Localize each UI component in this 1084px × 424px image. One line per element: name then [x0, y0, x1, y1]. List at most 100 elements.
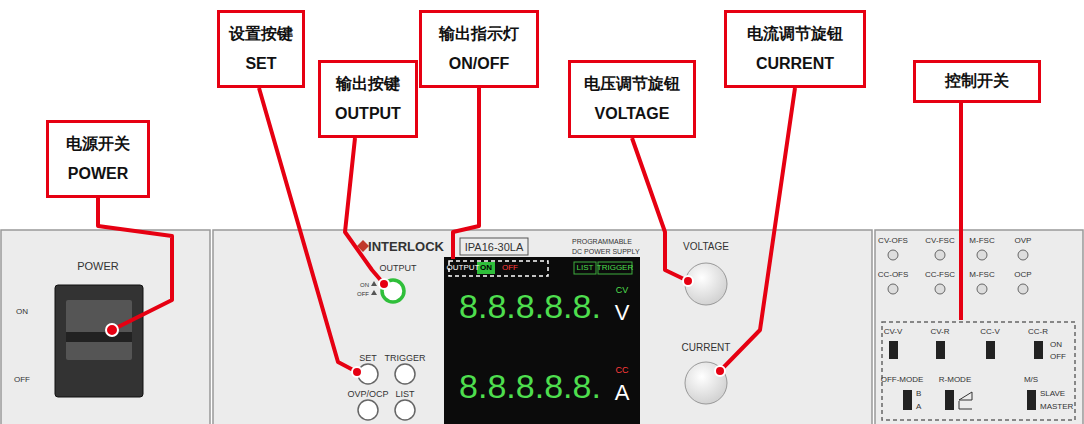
trimmer [977, 284, 987, 294]
callout-text: 电压调节旋钮 [584, 69, 680, 99]
dip-switch [889, 341, 898, 359]
panel-label: R-MODE [939, 376, 971, 384]
panel-label: OVP [1015, 237, 1032, 245]
panel-label: SET [359, 354, 377, 363]
power-switch-housing [55, 285, 143, 397]
panel-label: CV-V [884, 328, 903, 336]
callout-box: 电源开关POWER [46, 120, 150, 198]
panel-label: POWER [77, 261, 119, 272]
panel-label: CC-FSC [925, 271, 955, 279]
ovp-button [358, 400, 378, 420]
dip-switch [1034, 341, 1043, 359]
leader-dot [106, 324, 118, 336]
dip-switch [986, 341, 995, 359]
panel-label: A [615, 382, 630, 404]
display [444, 257, 640, 424]
panel-label: CC [616, 366, 629, 375]
callout-text: SET [245, 49, 276, 79]
panel-label: CV-OFS [878, 237, 908, 245]
dip-switch [945, 390, 954, 410]
trimmer [888, 250, 898, 260]
main-panel [213, 230, 872, 424]
callout-text: POWER [68, 159, 128, 189]
panel-label: PROGRAMMABLE [572, 238, 632, 245]
leader-lines [98, 88, 961, 372]
panel-label: OFF [502, 264, 518, 272]
panel-label: INTERLOCK [368, 240, 444, 253]
model-box [460, 238, 528, 255]
panel-label: OFF [14, 376, 30, 384]
leader-dot [715, 366, 725, 376]
leader-dot [379, 279, 389, 289]
panel-label: M/S [1024, 376, 1038, 384]
ramp-icons [959, 392, 972, 409]
panel-label: CV-FSC [925, 237, 954, 245]
panel-label: TRIGGER [384, 354, 425, 363]
callout-text: ON/OFF [449, 49, 509, 79]
panel-label: ON [360, 282, 369, 288]
panel-label: V [615, 302, 630, 324]
leader-line [453, 88, 479, 259]
panel-label: A [916, 403, 921, 411]
dip-switch [903, 390, 912, 410]
panel-label: CC-OFS [878, 271, 909, 279]
panel-label: 8.8.8.8.8. [459, 369, 601, 403]
panel-label: 8.8.8.8.8. [459, 289, 601, 323]
panel-label: B [916, 390, 921, 398]
leader-line [959, 100, 963, 320]
callout-box: 电压调节旋钮VOLTAGE [568, 60, 696, 138]
list-button [395, 400, 415, 420]
trimmer [1018, 250, 1028, 260]
callout-box: 设置按键SET [217, 10, 305, 88]
callout-text: 电源开关 [66, 129, 130, 159]
callout-text: 电流调节旋钮 [747, 19, 843, 49]
list-lamp [574, 262, 596, 274]
current-knob [685, 362, 727, 404]
trimmer [977, 250, 987, 260]
callout-text: CURRENT [756, 49, 834, 79]
callout-text: 控制开关 [945, 66, 1009, 96]
leader-dot [683, 276, 693, 286]
leader-line [632, 138, 688, 281]
panel-label: OUTPUT [380, 264, 417, 273]
panel-label: ON [16, 308, 28, 316]
panel-label: LIST [577, 264, 594, 272]
callout-text: OUTPUT [335, 99, 401, 129]
callout-box: 输出按键OUTPUT [318, 60, 418, 138]
switch-frame [882, 322, 1075, 420]
panel-label: DC POWER SUPPLY [572, 248, 640, 255]
panel-label: LIST [395, 390, 414, 399]
callout-box: 电流调节旋钮CURRENT [724, 10, 866, 88]
dip-switch [1027, 390, 1036, 410]
leader-dots [106, 276, 725, 377]
panel-label: OFF [357, 291, 369, 297]
callout-text: 输出按键 [336, 69, 400, 99]
leader-line [720, 88, 795, 371]
callout-box: 输出指示灯ON/OFF [419, 10, 539, 88]
panel-label: OFF-MODE [881, 376, 924, 384]
panel-label: CC-R [1028, 328, 1048, 336]
callout-box: 控制开关 [913, 60, 1041, 103]
callout-text: VOLTAGE [595, 99, 670, 129]
panel-label: M-FSC [969, 271, 994, 279]
panel-label: OUTPUT [447, 264, 480, 272]
trimmer [935, 284, 945, 294]
right-panel [875, 230, 1083, 424]
panel-label: VOLTAGE [683, 242, 729, 252]
panel-label: CC-V [980, 328, 1000, 336]
dip-switch [936, 341, 945, 359]
left-panel [1, 230, 210, 424]
trimmer [1018, 284, 1028, 294]
panel-label: TRIGGER [597, 264, 633, 272]
trimmer [888, 284, 898, 294]
panel-label: M-FSC [969, 237, 994, 245]
trigger-button [395, 364, 415, 384]
power-rocker-edge [66, 332, 132, 342]
leader-dot [352, 367, 362, 377]
on-lamp [477, 262, 495, 274]
button-marks [371, 281, 377, 295]
panel-label: IPA16-30LA [465, 242, 524, 253]
panel-label: ON [1050, 341, 1062, 349]
panel-label: CV [616, 286, 629, 295]
leader-line [345, 138, 384, 284]
